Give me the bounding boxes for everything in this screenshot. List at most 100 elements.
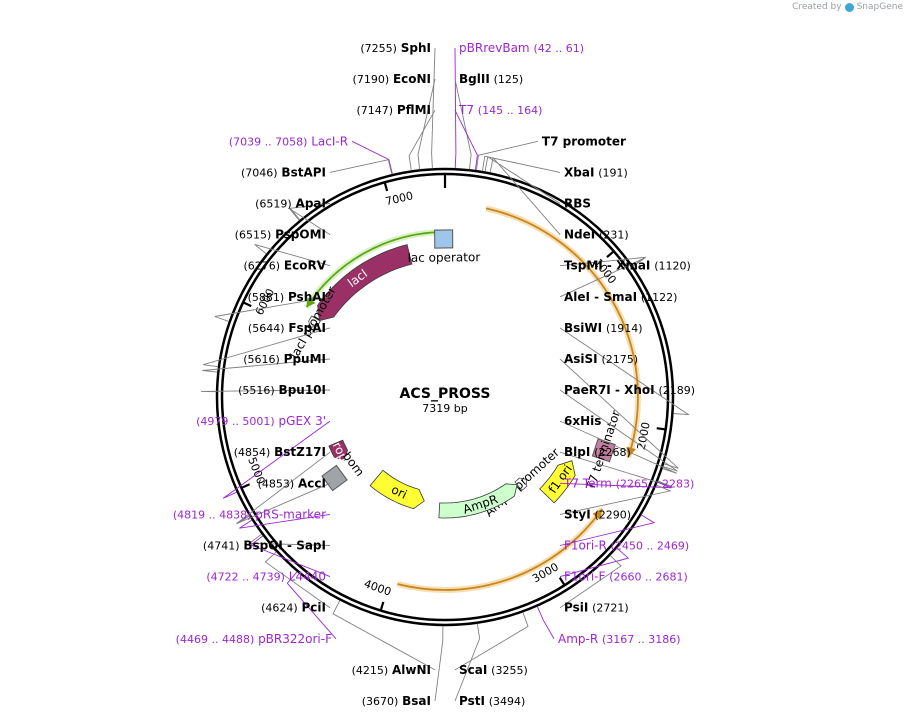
site-position: (2265 .. 2283) xyxy=(616,477,695,490)
site-label-bstz17i[interactable]: (4854) BstZ17I xyxy=(234,445,326,459)
site-label-f1ori-r[interactable]: F1ori-R (2450 .. 2469) xyxy=(564,539,689,553)
leader-f1ori-f xyxy=(559,547,630,578)
site-position: (4854) xyxy=(234,446,271,459)
site-label-t7[interactable]: T7 (145 .. 164) xyxy=(458,103,542,117)
site-name: SphI xyxy=(401,41,431,55)
site-position: (5516) xyxy=(238,384,275,397)
site-name: PsiI xyxy=(564,601,588,615)
leader-pshai xyxy=(214,296,331,322)
orf-arc-2 xyxy=(305,231,440,308)
leader-prs-marker xyxy=(239,513,331,529)
site-label-blpi[interactable]: BlpI (2268) xyxy=(564,445,631,459)
site-label-t7-term[interactable]: T7 Term (2265 .. 2283) xyxy=(563,476,694,490)
site-label-apai[interactable]: (6519) ApaI xyxy=(255,197,326,211)
leader-xbai xyxy=(481,155,561,173)
site-label-6xhis[interactable]: 6xHis xyxy=(564,414,601,428)
site-name: pBRrevBam xyxy=(459,41,530,55)
site-position: (4722 .. 4739) xyxy=(206,571,285,584)
site-name: AlwNI xyxy=(392,663,431,677)
leader-bstapi xyxy=(329,159,393,175)
leader-scai xyxy=(454,612,529,671)
site-name: BstAPI xyxy=(281,165,326,179)
site-label-bglii[interactable]: BglII (125) xyxy=(459,72,523,86)
site-label-bpu10i[interactable]: (5516) Bpu10I xyxy=(238,383,326,397)
site-label-psti[interactable]: PstI (3494) xyxy=(459,694,525,708)
site-name: RBS xyxy=(564,197,591,211)
site-label-amp-r[interactable]: Amp-R (3167 .. 3186) xyxy=(558,632,681,646)
site-name: NdeI xyxy=(564,228,595,242)
leader-ppumi xyxy=(202,358,331,373)
site-label-xbai[interactable]: XbaI (191) xyxy=(564,165,628,179)
site-label-econi[interactable]: (7190) EcoNI xyxy=(353,72,431,86)
site-label-tspmi-xmai[interactable]: TspMI - XmaI (1120) xyxy=(564,259,691,273)
site-label-f1ori-f[interactable]: F1ori-F (2660 .. 2681) xyxy=(564,570,688,584)
site-name: F1ori-R xyxy=(564,539,607,553)
feature-ampr xyxy=(438,483,518,519)
site-name: T7 xyxy=(458,103,474,117)
site-label-rbs[interactable]: RBS xyxy=(564,197,591,211)
site-label-styi[interactable]: StyI (2290) xyxy=(564,507,631,521)
site-label-ppumi[interactable]: (5616) PpuMI xyxy=(243,352,326,366)
site-label-bstapi[interactable]: (7046) BstAPI xyxy=(241,165,326,179)
site-label-alwni[interactable]: (4215) AlwNI xyxy=(352,663,431,677)
site-position: (7039 .. 7058) xyxy=(229,135,308,148)
site-label-bspqi-sapi[interactable]: (4741) BspQI - SapI xyxy=(203,539,326,553)
leader-psti xyxy=(454,623,481,702)
site-position: (191) xyxy=(598,166,628,179)
leader-bsai xyxy=(434,625,444,702)
site-label-pgex-3[interactable]: (4979 .. 5001) pGEX 3' xyxy=(196,414,326,428)
leader-alwni xyxy=(332,600,436,671)
site-label-pbr322ori-f[interactable]: (4469 .. 4488) pBR322ori-F xyxy=(176,632,332,646)
site-name: 6xHis xyxy=(564,414,601,428)
site-position: (2660 .. 2681) xyxy=(609,571,688,584)
site-label-ndei[interactable]: NdeI (231) xyxy=(564,228,629,242)
site-label-pflmi[interactable]: (7147) PflMI xyxy=(356,103,431,117)
site-label-alei-smai[interactable]: AleI - SmaI (1122) xyxy=(564,290,677,304)
site-label-psii[interactable]: PsiI (2721) xyxy=(564,601,629,615)
site-position: (4853) xyxy=(258,477,295,490)
backbone-outer-strand xyxy=(215,167,675,627)
site-name: PflMI xyxy=(397,103,431,117)
site-label-asisi[interactable]: AsiSI (2175) xyxy=(564,352,638,366)
site-label-acci[interactable]: (4853) AccI xyxy=(258,476,326,490)
leader-styi xyxy=(559,484,672,515)
site-label-sphi[interactable]: (7255) SphI xyxy=(360,41,431,55)
site-label-bsiwi[interactable]: BsiWI (1914) xyxy=(564,321,643,335)
site-label-t7-promoter[interactable]: T7 promoter xyxy=(542,134,626,148)
feature-ampr-promoter xyxy=(514,477,528,491)
site-label-laci-r[interactable]: (7039 .. 7058) LacI-R xyxy=(229,134,348,148)
site-label-l4440[interactable]: (4722 .. 4739) L4440 xyxy=(206,570,326,584)
snapgene-credit: Created by SnapGene xyxy=(792,2,903,12)
site-name: FspAI xyxy=(288,321,326,335)
orf-arrow-2 xyxy=(306,297,316,308)
site-label-pspomi[interactable]: (6515) PspOMI xyxy=(235,228,326,242)
site-name: XbaI xyxy=(564,165,594,179)
site-name: EcoNI xyxy=(393,72,431,86)
site-position: (145 .. 164) xyxy=(478,104,543,117)
site-position: (1122) xyxy=(641,291,678,304)
leader-pflmi xyxy=(408,109,436,171)
site-label-scai[interactable]: ScaI (3255) xyxy=(459,663,528,677)
site-label-fspai[interactable]: (5644) FspAI xyxy=(248,321,326,335)
site-position: (42 .. 61) xyxy=(533,42,584,55)
site-label-prs-marker[interactable]: (4819 .. 4838) pRS-marker xyxy=(173,507,326,521)
site-label-pcii[interactable]: (4624) PciI xyxy=(261,601,326,615)
site-label-pbrrevbam[interactable]: pBRrevBam (42 .. 61) xyxy=(459,41,584,55)
backbone-inner-strand xyxy=(220,172,670,622)
plasmid-name: ACS_PROSS xyxy=(400,386,491,402)
leader-bsiwi xyxy=(559,327,691,416)
leader-bglii xyxy=(454,79,472,170)
site-label-pshai[interactable]: (5881) PshAI xyxy=(248,290,326,304)
site-position: (5881) xyxy=(248,291,285,304)
site-label-bsai[interactable]: (3670) BsaI xyxy=(362,694,431,708)
site-label-paer7i-xhoi[interactable]: PaeR7I - XhoI (2189) xyxy=(564,383,695,397)
leader-pspomi xyxy=(289,208,331,235)
site-label-ecorv[interactable]: (6276) EcoRV xyxy=(244,259,327,273)
site-position: (2450 .. 2469) xyxy=(611,540,690,553)
tick-3000 xyxy=(558,577,566,585)
site-position: (2290) xyxy=(595,508,632,521)
tick-2000 xyxy=(656,427,665,431)
leader-bpu10i xyxy=(201,389,331,393)
site-position: (2268) xyxy=(594,446,631,459)
leader-ecorv xyxy=(254,243,331,267)
